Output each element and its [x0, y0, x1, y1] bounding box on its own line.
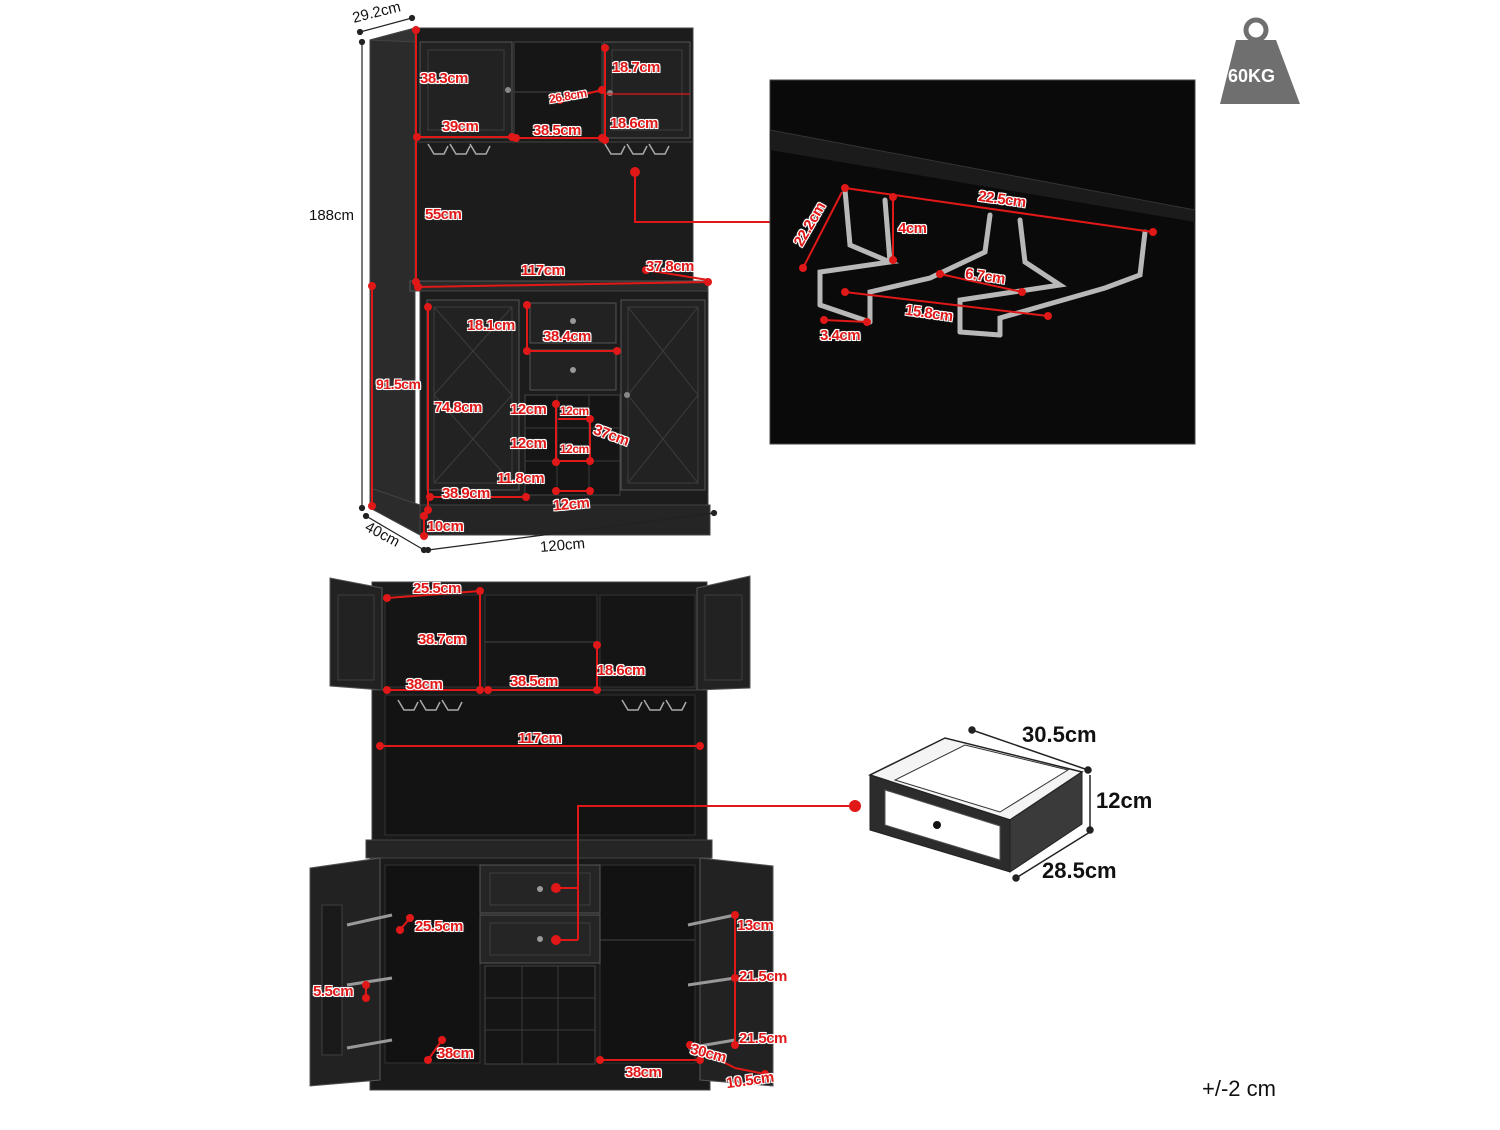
middle-shelf-width-label: 38.5cm: [533, 122, 581, 139]
wine-cube-d-label: 12cm: [560, 442, 589, 456]
hutch-opening-height-label: 55cm: [425, 206, 462, 223]
upper-height-label: 38.7cm: [418, 631, 466, 648]
weight-icon: [1220, 17, 1300, 104]
door-height-label: 74.8cm: [434, 399, 482, 416]
upper-depth-label: 25.5cm: [413, 580, 461, 597]
door-shelf-gap-label: 5.5cm: [313, 983, 354, 1000]
wine-cube-b-label: 12cm: [560, 404, 589, 418]
leg-height-label: 10cm: [427, 518, 464, 535]
drawer-width-label: 38.4cm: [543, 328, 591, 345]
rack-slot-width-label: 3.4cm: [820, 327, 861, 344]
overall-height-label: 188cm: [309, 207, 355, 224]
middle-height-label: 18.6cm: [597, 662, 645, 679]
middle-width-label: 38.5cm: [510, 673, 558, 690]
door-shelf-depth-label: 25.5cm: [415, 918, 463, 935]
drawer-depth-label: 28.5cm: [1042, 858, 1117, 883]
wine-cube-c-label: 12cm: [510, 435, 547, 452]
right-lower-height-label: 18.6cm: [610, 115, 658, 132]
overall-dimension-lines: [356, 14, 718, 554]
base-height-label: 91.5cm: [376, 376, 421, 392]
wine-cube-e-label: 11.8cm: [497, 470, 545, 487]
right-shelf-3-label: 21.5cm: [739, 1030, 787, 1047]
open-view-red-measure-lines: [362, 587, 861, 1078]
countertop-depth-label: 37.8cm: [646, 258, 694, 275]
countertop-width-label: 117cm: [521, 262, 565, 279]
upper-cabinet-width-label: 39cm: [442, 118, 479, 135]
drawer-height-label: 18.1cm: [467, 317, 515, 334]
upper-cabinet-height-label: 38.3cm: [420, 70, 468, 87]
rack-drop-label: 4cm: [898, 220, 927, 237]
drawer-detail: [868, 726, 1094, 882]
wine-cube-f-label: 12cm: [552, 494, 591, 515]
right-top-height-label: 18.7cm: [612, 59, 660, 76]
right-cabinet-width-label: 38cm: [625, 1064, 662, 1081]
glass-rack-detail-panel: [769, 79, 1196, 445]
wine-cube-a-label: 12cm: [510, 401, 547, 418]
tolerance-label: +/-2 cm: [1202, 1076, 1276, 1101]
side-cabinet-width-label: 38.9cm: [442, 485, 490, 502]
weight-capacity-label: 60KG: [1228, 66, 1276, 86]
right-shelf-2-label: 21.5cm: [739, 968, 787, 985]
front-view-red-measure-lines: [368, 26, 780, 540]
left-cabinet-width-label: 38cm: [437, 1045, 474, 1062]
upper-width-label: 38cm: [406, 676, 443, 693]
drawer-height-label: 12cm: [1096, 788, 1153, 813]
right-shelf-1-label: 13cm: [737, 917, 774, 934]
open-view-cabinet: [309, 575, 774, 1091]
hutch-width-label: 117cm: [518, 730, 562, 747]
front-view-cabinet: [369, 27, 711, 536]
drawer-width-label: 30.5cm: [1022, 722, 1097, 747]
